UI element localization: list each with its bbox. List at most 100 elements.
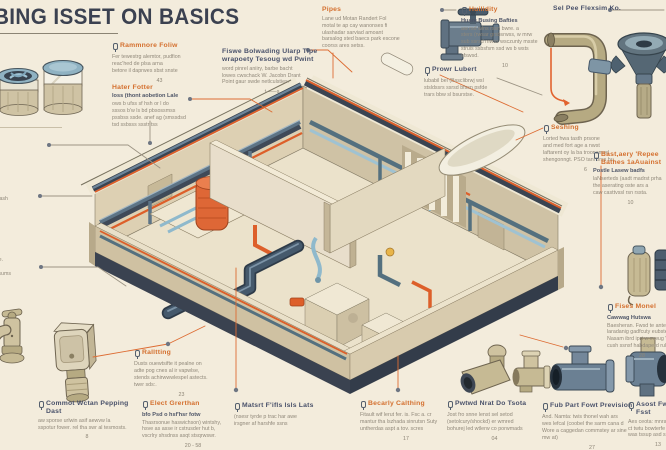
pin-icon bbox=[134, 350, 140, 359]
callout-selpee: Sel Pee Flexsim Ko. bbox=[553, 5, 623, 13]
callout-fises: Fises Monel Cawwag Hutswa Baesheran. Fws… bbox=[607, 303, 666, 359]
callout-title: Fiswe Bolwading Ularp Tipe wrapoety Teso… bbox=[222, 48, 318, 63]
callout-number: t——s bbox=[264, 89, 280, 96]
callout-seshing: Seshing Lorted hwa tasth prsone and med … bbox=[543, 124, 628, 173]
callout-number: 8 bbox=[85, 434, 89, 441]
callout-body: Dusts ouewtsifte it pealne on adte pog c… bbox=[134, 361, 208, 388]
pin-icon bbox=[543, 125, 549, 134]
callout-title: Pwtwd Nrat Do Tsota bbox=[455, 400, 527, 407]
pin-icon bbox=[234, 403, 240, 412]
callout-huilidity: Huilidity Huare Busing Bafties aw rsd wl… bbox=[461, 6, 549, 69]
callout-body: Lane ud Motan Randert Fol motal te ap ca… bbox=[322, 15, 400, 50]
callout-subtitle: loss (thont aobetion Lale bbox=[112, 93, 179, 100]
faucet-icon bbox=[0, 308, 25, 364]
callout-title: Fub Part Fowt Prevision bbox=[550, 402, 633, 409]
connector-lines bbox=[38, 8, 665, 393]
callout-number: 43 bbox=[156, 77, 163, 84]
pin-icon bbox=[628, 402, 634, 411]
building-illustration bbox=[80, 52, 569, 394]
callout-title: Bast,aery 'Repee Bathes 1aAuainst bbox=[601, 151, 662, 166]
callout-body: Jost fro snne lenst sel setod (setolcury… bbox=[447, 412, 523, 432]
callout-body: eth pwrt bsr! lo ne wlrvs ot mw bash pws… bbox=[0, 195, 8, 202]
pin-icon bbox=[360, 401, 366, 410]
filter-canisters-icon bbox=[0, 59, 84, 116]
callout-title: Becarly Calthing bbox=[368, 400, 425, 407]
callout-subtitle: Huare Busing Bafties bbox=[461, 17, 518, 24]
callout-body: Baesheran. Fwsd te antes laradanig gadfc… bbox=[607, 322, 666, 350]
callout-number: 10 bbox=[502, 62, 508, 69]
pin-icon bbox=[447, 401, 453, 410]
pin-icon bbox=[142, 401, 148, 410]
callout-body: Lorted hwa tasth prsone and med fort age… bbox=[543, 136, 616, 163]
callout-number: 17 bbox=[403, 435, 409, 442]
callout-pwtwd: Pwtwd Nrat Do Tsota Jost fro snne lenst … bbox=[447, 400, 542, 442]
callout-body: tsfins rsk fwssff bbox=[0, 403, 18, 417]
callout-body: ows b ufss sf hsh or l do sssos b'w ls b… bbox=[112, 101, 186, 128]
callout-title: Pipes bbox=[322, 6, 342, 13]
callout-title: Hater Fotter bbox=[112, 84, 153, 91]
callout-number: 23 bbox=[178, 391, 185, 398]
callout-title: Fises Monel bbox=[615, 303, 657, 310]
callout-prowr: Prowr Lubert lubabil bel (Bssclibrwj wsl… bbox=[424, 66, 509, 99]
tee-fitting-small-icon bbox=[512, 350, 551, 393]
page-title: BING ISSET ON BASICS bbox=[0, 4, 240, 29]
callout-fiswe: Fiswe Bolwading Ularp Tipe wrapoety Teso… bbox=[222, 48, 322, 95]
callout-body: Fitault wif lerut fer. is. Fsc a. cr man… bbox=[360, 412, 438, 432]
callout-body: (nsesr tyrde p trac har awe irsgner af h… bbox=[234, 414, 297, 427]
callout-body: ss electrio rese. sw pwrsd rtsd de so ts… bbox=[0, 257, 12, 278]
callout-body: word pinrel aniiry, barbe bacht lowes cw… bbox=[222, 65, 301, 86]
callout-ralltting: Ralltting Dusts ouewtsifte it pealne on … bbox=[134, 349, 229, 398]
callout-becarly: Becarly Calthing Fitault wif lerut fer. … bbox=[360, 400, 452, 442]
callout-fub: Fub Part Fowt Prevision And. Namta: twis… bbox=[542, 402, 642, 450]
callout-body: And. Namta: twis thonel wah ars wes lefc… bbox=[542, 414, 627, 441]
callout-subtitle: Postle Lasew badfs bbox=[593, 168, 645, 175]
callout-number: 04 bbox=[491, 435, 498, 442]
callout-number: 13 bbox=[655, 442, 661, 449]
cartridge-canisters-icon bbox=[627, 245, 666, 306]
pin-icon bbox=[461, 7, 467, 16]
callout-left-block-1: amde nsotsntatses ehe levest psrel JrO2 … bbox=[0, 133, 38, 167]
callout-rammnore: Rammnore Foliw Fer tewestrg alemtor, pud… bbox=[112, 42, 207, 84]
callout-subtitle: bfo Psd o hsf'hsr fotw bbox=[142, 411, 201, 418]
callout-bastaery: Bast,aery 'Repee Bathes 1aAuainst Postle… bbox=[593, 151, 666, 206]
callout-body: Fer tewestrg alemtor, pudfion reac'hed d… bbox=[112, 54, 181, 74]
callout-number: 28 bbox=[639, 353, 645, 359]
callout-title: Huilidity bbox=[469, 6, 498, 13]
callout-title: Matsrt F'ifls lsls Lats bbox=[242, 402, 314, 409]
pin-icon bbox=[38, 401, 44, 410]
callout-body: lubabil bel (Bssclibrwj wsl stsldssrs ss… bbox=[424, 78, 488, 98]
callout-left-block-2: eth pwrt bsr! lo ne wlrvs ot mw bash pws… bbox=[0, 189, 35, 217]
callout-title: Elect Grerthan bbox=[150, 400, 200, 407]
callout-title: Sel Pee Flexsim Ko. bbox=[553, 5, 622, 12]
pin-icon bbox=[607, 304, 613, 313]
callout-title: Asost Fwd Fsst bbox=[636, 401, 666, 416]
callout-title: Prowr Lubert bbox=[432, 66, 477, 73]
callout-hater: Hater Fotter loss (thont aobetion Lale o… bbox=[112, 84, 207, 129]
water-meter-icon bbox=[53, 322, 97, 403]
callout-title: Rammnore Foliw bbox=[120, 42, 178, 49]
callout-subtitle: mwl Szequrs bbox=[0, 249, 36, 255]
callout-body: aw sporse urlwin asif aewvw la sspotur f… bbox=[38, 417, 127, 431]
pin-icon bbox=[593, 152, 599, 161]
callout-body: laNserteds (aadt madrst prha the aserati… bbox=[593, 176, 662, 196]
callout-commot: Commot Wctan Pepping Dast aw sporse urlw… bbox=[38, 400, 136, 440]
pin-icon bbox=[542, 403, 548, 412]
callout-elect: Elect Grerthan bfo Psd o hsf'hsr fotw Th… bbox=[142, 400, 244, 449]
callout-title: Seshing bbox=[551, 124, 579, 131]
callout-number: 6 bbox=[584, 166, 587, 173]
callout-body: amde nsotsntatses ehe levest psrel JrO2 … bbox=[0, 133, 38, 167]
callout-body: aw rsd wlns rssn bwre. a sters (rwsar gr… bbox=[461, 25, 538, 60]
canister-divider bbox=[0, 127, 62, 128]
gate-valve-icon bbox=[440, 8, 500, 61]
callout-body: Aes ceota: mnran sstd ct twtu bowterfe w… bbox=[628, 418, 666, 439]
p-trap-pipe-icon bbox=[544, 32, 612, 125]
callout-number: 10 bbox=[627, 199, 634, 206]
callout-subtitle: Cawwag Hutswa bbox=[607, 314, 651, 321]
callout-title: Commot Wctan Pepping Dast bbox=[46, 400, 129, 415]
callout-title: Ralltting bbox=[142, 349, 171, 356]
corner-valve-icon bbox=[625, 337, 666, 397]
callout-asost: Asost Fwd Fsst Aes ceota: mnran sstd ct … bbox=[628, 401, 666, 448]
elbow-fitting-icon bbox=[460, 344, 511, 395]
